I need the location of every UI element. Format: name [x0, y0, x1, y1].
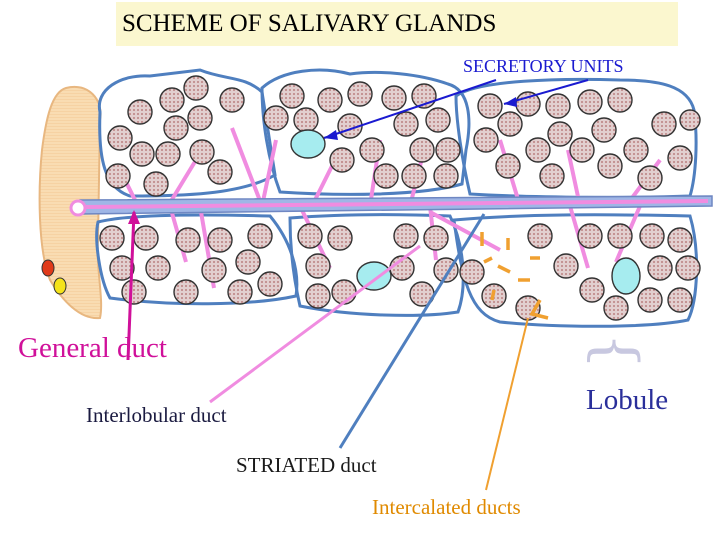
page-title: SCHEME OF SALIVARY GLANDS — [116, 2, 678, 46]
lobule-label: Lobule — [586, 384, 669, 416]
lobule-outline-upper-right — [454, 77, 698, 199]
lobule-outline-lower-left — [95, 213, 299, 306]
secretory-cell — [290, 129, 326, 159]
striated-duct-label: STRIATED duct — [236, 453, 377, 477]
pointer-secretory-1 — [323, 79, 497, 139]
intercalated-duct-marks — [480, 232, 549, 320]
lobule-outline-upper-mid — [260, 68, 471, 196]
interlobular-duct-label: Interlobular duct — [86, 403, 227, 427]
lobule-outline-lower-mid — [288, 213, 465, 317]
pointer-intercalated-duct — [485, 317, 529, 491]
lobule-outline-lower-right — [452, 213, 699, 328]
acini-group-lower — [99, 223, 701, 321]
lobule-brace-icon: { — [582, 332, 651, 370]
pointer-secretory-2 — [503, 79, 589, 105]
acini-group — [105, 75, 701, 197]
intercalated-ducts-label: Intercalated ducts — [372, 495, 521, 519]
general-duct-label: General duct — [18, 332, 167, 364]
pointer-interlobular-duct — [209, 244, 421, 404]
secretory-cells — [290, 129, 641, 295]
secretory-cell — [356, 261, 392, 291]
yellow-marker — [53, 277, 67, 295]
pointer-striated-duct — [338, 213, 486, 449]
secretory-units-label: SECRETORY UNITS — [463, 56, 624, 76]
pointer-general-duct — [126, 211, 136, 361]
secretory-cell — [611, 257, 641, 295]
duct-opening — [69, 199, 87, 217]
red-marker — [41, 259, 55, 277]
